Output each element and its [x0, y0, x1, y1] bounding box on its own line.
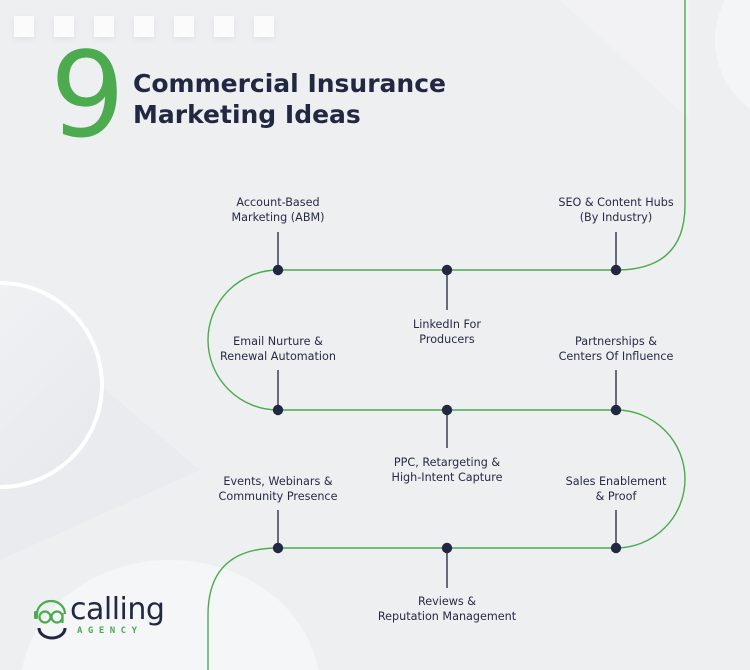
idea-label-reviews: Reviews & Reputation Management — [378, 594, 516, 624]
node-dot-icon — [272, 264, 284, 276]
node-dot-icon — [610, 404, 622, 416]
idea-label-events: Events, Webinars & Community Presence — [219, 474, 338, 504]
node-dot-icon — [441, 404, 453, 416]
logo-subtitle: AGENCY — [77, 626, 143, 636]
idea-line: Reputation Management — [377, 610, 517, 623]
square-icon — [214, 16, 234, 37]
idea-line: (By Industry) — [579, 211, 653, 224]
idea-line: Sales Enablement — [565, 475, 667, 488]
idea-line: PPC, Retargeting & — [393, 456, 501, 469]
square-icon — [54, 16, 74, 37]
title-line-1: Commercial Insurance — [133, 69, 446, 98]
idea-label-linkedin: LinkedIn For Producers — [413, 317, 481, 347]
node-dot-icon — [272, 404, 284, 416]
idea-label-abm: Account-Based Marketing (ABM) — [231, 195, 324, 225]
logo-wordmark: calling — [70, 592, 165, 627]
square-icon — [254, 16, 274, 37]
page-title: Commercial Insurance Marketing Ideas — [133, 68, 446, 130]
square-icon — [134, 16, 154, 37]
idea-line: High-Intent Capture — [391, 471, 503, 484]
node-dot-icon — [441, 542, 453, 554]
decorative-squares — [14, 16, 274, 37]
idea-line: SEO & Content Hubs — [558, 196, 674, 209]
idea-line: Account-Based — [236, 196, 320, 209]
node-dot-icon — [272, 542, 284, 554]
node-dot-icon — [441, 264, 453, 276]
idea-line: Email Nurture & — [233, 335, 323, 348]
idea-label-email: Email Nurture & Renewal Automation — [220, 334, 336, 364]
title-line-2: Marketing Ideas — [133, 100, 361, 129]
square-icon — [14, 16, 34, 37]
idea-line: & Proof — [595, 490, 637, 503]
idea-line: Events, Webinars & — [223, 475, 333, 488]
ideas-count: 9 — [50, 26, 125, 164]
square-icon — [94, 16, 114, 37]
idea-line: Partnerships & — [575, 335, 657, 348]
idea-line: LinkedIn For — [413, 318, 481, 331]
idea-line: Community Presence — [218, 490, 338, 503]
idea-line: Centers Of Influence — [558, 350, 674, 363]
square-icon — [174, 16, 194, 37]
idea-label-ppc: PPC, Retargeting & High-Intent Capture — [392, 455, 503, 485]
idea-label-sales: Sales Enablement & Proof — [566, 474, 667, 504]
idea-label-partnerships: Partnerships & Centers Of Influence — [559, 334, 674, 364]
node-dot-icon — [610, 542, 622, 554]
idea-line: Reviews & — [417, 595, 477, 608]
idea-line: Marketing (ABM) — [231, 211, 325, 224]
headset-monogram-icon — [34, 599, 67, 640]
idea-label-seo: SEO & Content Hubs (By Industry) — [558, 195, 673, 225]
calling-agency-logo: calling AGENCY — [32, 592, 172, 644]
idea-line: Producers — [419, 333, 475, 346]
idea-line: Renewal Automation — [220, 350, 336, 363]
node-dot-icon — [610, 264, 622, 276]
